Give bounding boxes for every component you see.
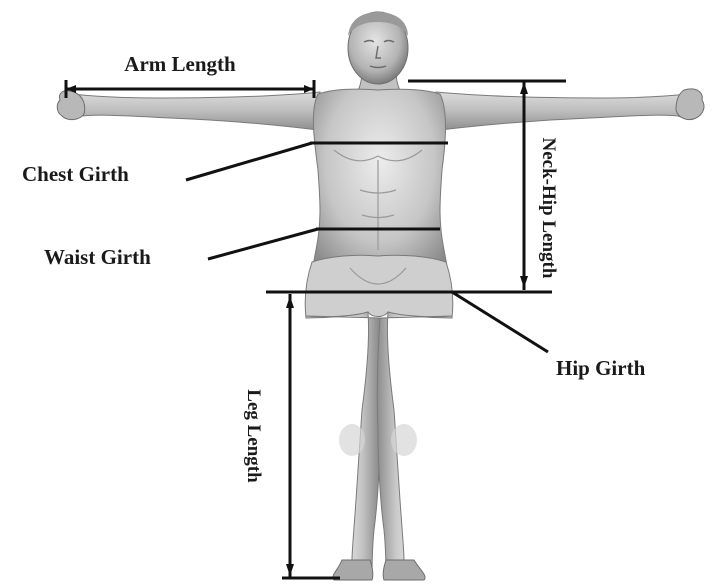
hip-girth-label: Hip Girth	[556, 356, 646, 380]
pelvis	[305, 255, 453, 318]
chest-girth-label: Chest Girth	[22, 162, 129, 186]
right-arm	[436, 92, 701, 130]
left-knee	[339, 424, 365, 456]
neck-hip-arrow-top	[520, 82, 528, 94]
leg-length-arrow-bottom	[286, 564, 294, 576]
hip-girth-leader	[452, 292, 548, 352]
waist-girth-label: Waist Girth	[44, 245, 151, 269]
body-model	[57, 12, 704, 580]
right-knee	[391, 424, 417, 456]
chest-girth-leader	[186, 143, 312, 180]
right-hand	[676, 89, 704, 120]
neck-hip-arrow-bottom	[520, 276, 528, 288]
left-arm	[60, 92, 321, 130]
right-foot	[383, 560, 425, 580]
neck-hip-length-label: Neck-Hip Length	[538, 138, 559, 279]
leg-length-arrow-top	[286, 296, 294, 308]
waist-girth-leader	[208, 229, 318, 259]
leg-length-label: Leg Length	[243, 389, 264, 483]
arm-length-label: Arm Length	[124, 52, 236, 76]
